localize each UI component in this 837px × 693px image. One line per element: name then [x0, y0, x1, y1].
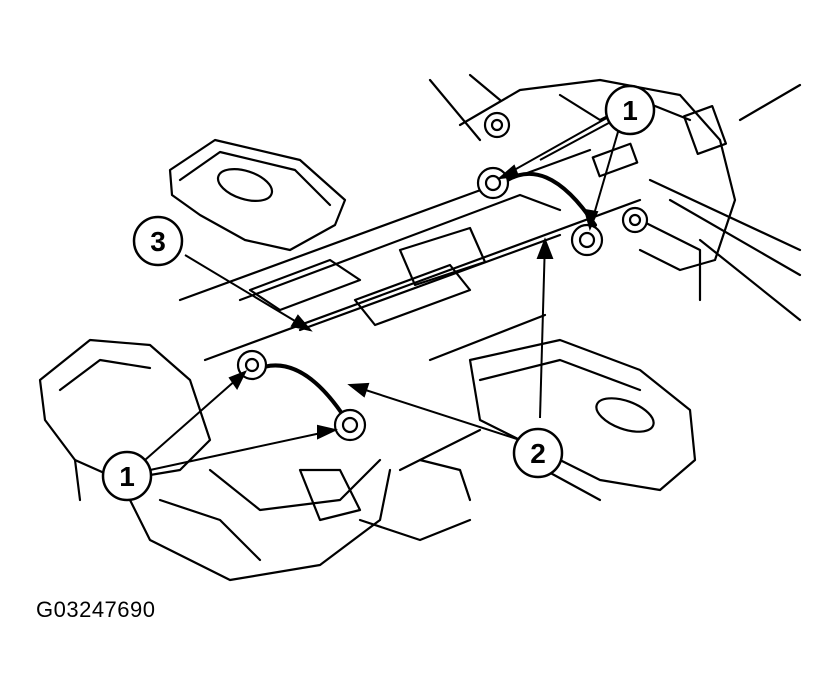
- figure-id-label: G03247690: [36, 597, 156, 622]
- lower-clamp-half: [253, 363, 347, 420]
- bolt-upper-2: [570, 223, 604, 257]
- upper-clamp-half: [498, 171, 597, 227]
- callout-2: 2: [512, 427, 564, 479]
- callout-1-lower: 1: [101, 450, 153, 502]
- callout-3: 3: [132, 215, 184, 267]
- lower-left-assembly: [38, 338, 482, 582]
- leader-3: [184, 254, 313, 332]
- leader-1-upper: [496, 114, 621, 231]
- bolt-lower-2: [333, 408, 367, 442]
- lower-right-mounting-bracket: [468, 338, 697, 502]
- steering-column-diagram: 1 1 2 3: [38, 73, 802, 582]
- bolt-upper-4: [621, 206, 649, 234]
- upper-right-assembly: [428, 73, 802, 322]
- svg-text:1: 1: [119, 461, 135, 492]
- leader-2: [347, 237, 554, 441]
- leader-1-lower: [144, 370, 339, 471]
- svg-text:1: 1: [622, 95, 638, 126]
- svg-text:2: 2: [530, 438, 546, 469]
- callout-1-upper: 1: [604, 84, 656, 136]
- bolt-upper-1: [476, 166, 510, 200]
- upper-left-mounting-bracket: [168, 138, 347, 252]
- column-tube: [178, 148, 642, 362]
- svg-text:3: 3: [150, 226, 166, 257]
- bolt-upper-3: [483, 111, 511, 139]
